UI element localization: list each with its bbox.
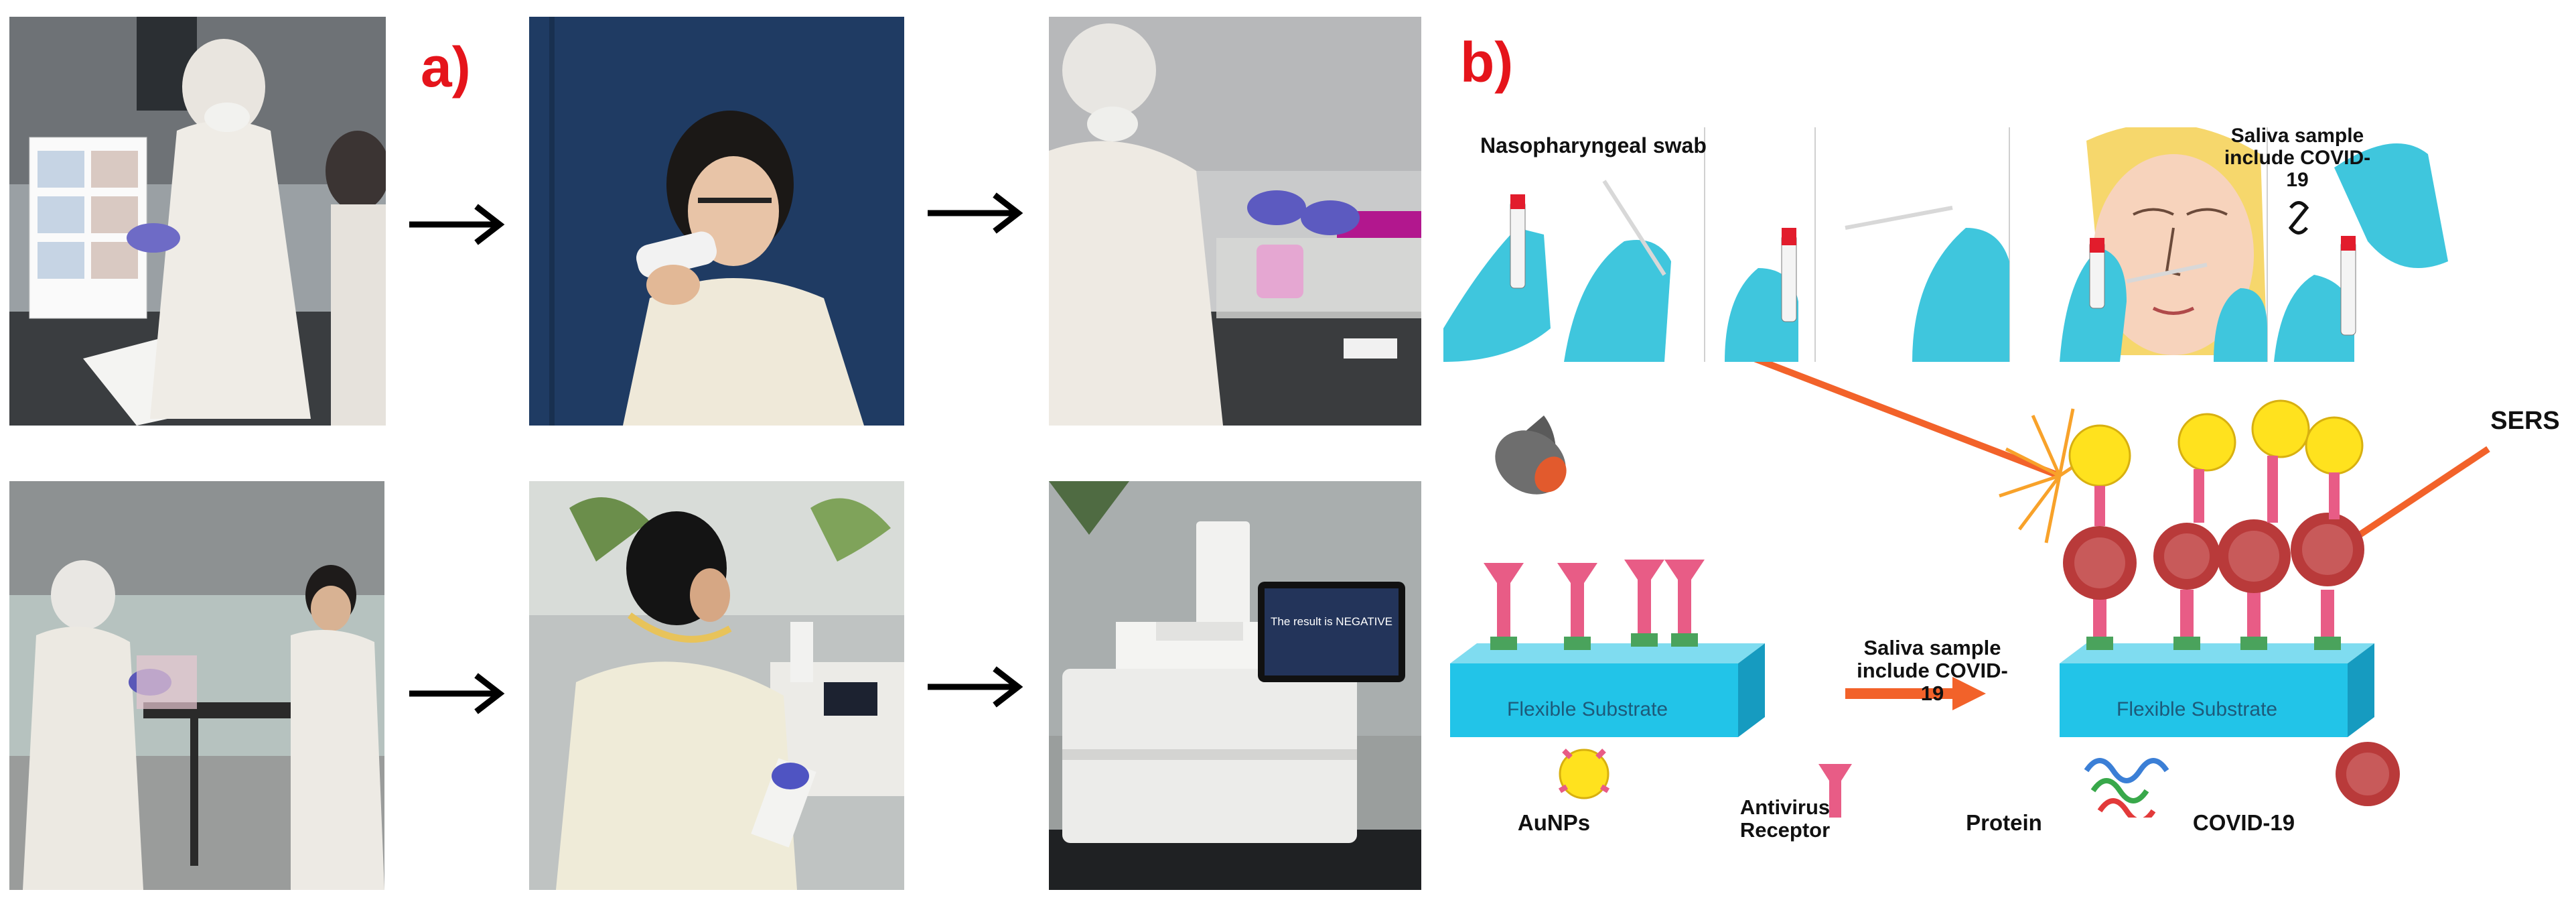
arrow-right-icon [928, 192, 1023, 234]
photo-ppe-team [9, 481, 384, 890]
photo-breath-sampling [529, 17, 904, 426]
saliva-title: Saliva sample include COVID-19 [2224, 125, 2371, 191]
sers-label: SERS [2490, 407, 2560, 435]
substrate-left-label: Flexible Substrate [1507, 698, 1668, 720]
legend-protein: Protein [1966, 810, 2042, 835]
panel-b-label: b) [1460, 31, 1514, 94]
legend-receptor: Antivirus Receptor [1739, 795, 1831, 842]
legend-aunps: AuNPs [1517, 810, 1591, 835]
arrow-right-icon [409, 204, 505, 245]
panel-a-label: a) [421, 36, 471, 99]
photo-instructions [9, 17, 386, 426]
sers-diagram [1450, 362, 2490, 818]
photo-operator-machine [529, 481, 904, 890]
arrow-right-icon [409, 673, 505, 714]
legend-covid: COVID-19 [2192, 810, 2295, 835]
swab-title: Nasopharyngeal swab [1480, 133, 1707, 157]
arrow-label: Saliva sample include COVID-19 [1857, 636, 2008, 706]
arrow-right-icon [928, 666, 1023, 708]
photo-lab-handling [1049, 17, 1421, 426]
photo-device-result: The result is NEGATIVE [1049, 481, 1421, 890]
substrate-right-label: Flexible Substrate [2117, 698, 2278, 720]
device-screen-result: The result is NEGATIVE [1270, 615, 1392, 628]
swab-illustration [1443, 127, 2569, 369]
